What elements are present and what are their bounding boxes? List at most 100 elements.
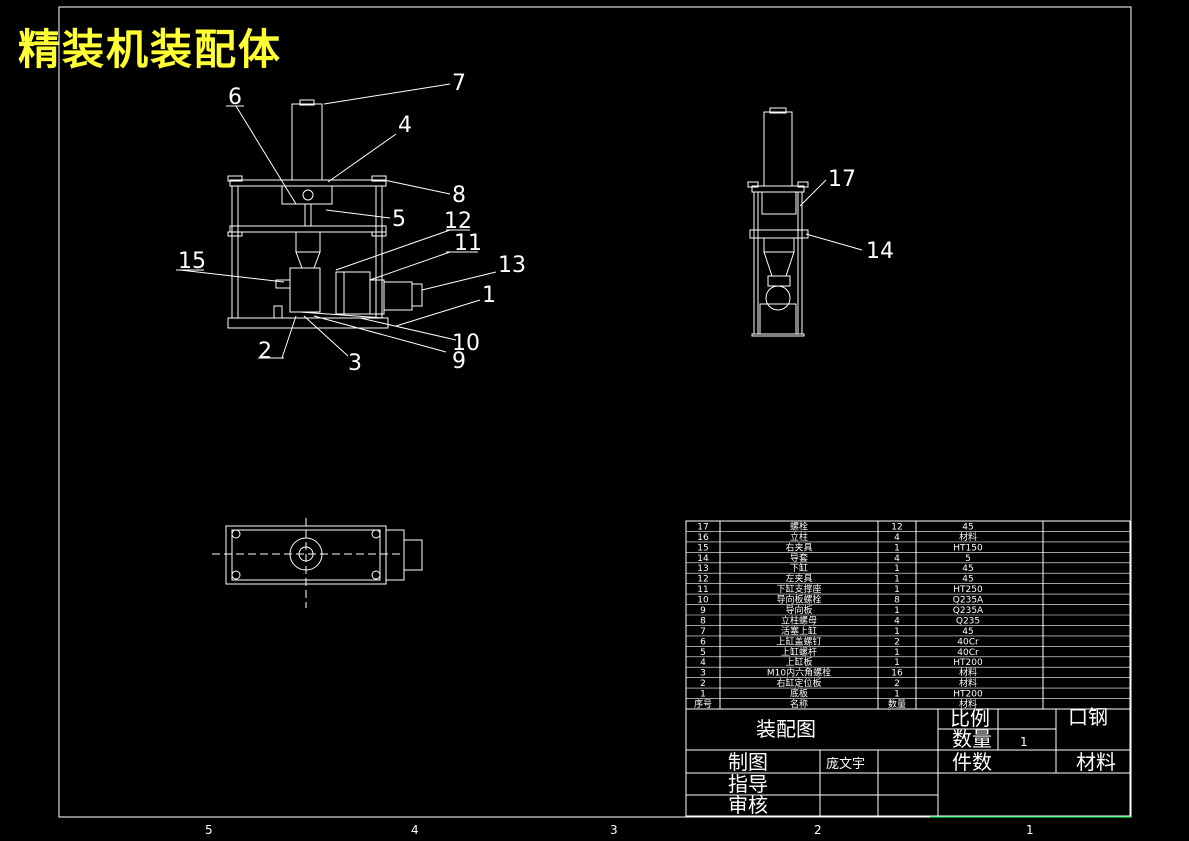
bom-cell-material: Q235 <box>956 616 980 626</box>
bom-cell-qty: 1 <box>894 585 900 595</box>
bom-cell-name: 立柱螺母 <box>781 614 817 626</box>
drawn-by: 庞文宇 <box>826 756 865 772</box>
callout-9: 9 <box>452 349 466 374</box>
bom-cell-qty: 16 <box>891 669 903 679</box>
bom-cell-qty: 1 <box>894 648 900 658</box>
bom-cell-qty: 4 <box>894 554 900 564</box>
bom-cell-no: 1 <box>700 690 706 700</box>
zone-3: 3 <box>610 823 618 837</box>
bom-row-lines <box>686 531 1130 699</box>
callout-6: 6 <box>228 85 242 110</box>
front-view-leaders <box>176 83 497 359</box>
bom-cell-qty: 1 <box>894 627 900 637</box>
bom-cell-no: 16 <box>697 533 709 543</box>
callout-5: 5 <box>392 207 406 232</box>
bom-cell-qty: 1 <box>894 543 900 553</box>
quantity-label: 数量 <box>952 727 992 751</box>
callout-12: 12 <box>444 209 472 234</box>
bom-cell-qty: 12 <box>891 522 902 532</box>
callout-2: 2 <box>258 339 272 364</box>
zone-1: 1 <box>1026 823 1034 837</box>
bom-cell-no: 15 <box>697 543 708 553</box>
bom-cell-no: 9 <box>700 606 706 616</box>
bom-cell-no: 序号 <box>694 698 712 710</box>
bom-cell-no: 14 <box>697 554 709 564</box>
bom-cell-name: M10内六角螺栓 <box>767 667 831 679</box>
bom-cell-material: 40Cr <box>957 637 979 647</box>
drawing-frame <box>58 6 1132 818</box>
material-value: 口钢 <box>1068 705 1108 729</box>
side-view <box>747 107 809 337</box>
bom-cell-name: 螺栓 <box>790 520 808 532</box>
bom-cell-qty: 1 <box>894 690 900 700</box>
callout-labels: 6 7 4 8 5 12 11 15 13 1 10 2 3 9 17 14 <box>178 71 894 376</box>
bom-cell-name: 右夹具 <box>785 541 812 553</box>
callout-13: 13 <box>498 253 526 278</box>
callout-10: 10 <box>452 331 480 356</box>
bom-cell-name: 右缸定位板 <box>776 677 821 689</box>
title-block <box>685 708 1131 817</box>
bom-cell-qty: 数量 <box>888 698 906 710</box>
callout-1: 1 <box>482 283 496 308</box>
bom-cell-material: HT150 <box>953 543 983 553</box>
bom-cell-no: 12 <box>697 575 708 585</box>
bom-cell-material: 45 <box>962 522 973 532</box>
bom-cell-material: HT250 <box>953 585 983 595</box>
bom-cell-name: 名称 <box>790 698 808 710</box>
bom-cell-no: 8 <box>700 616 706 626</box>
drawing-title: 精装机装配体 <box>18 25 283 74</box>
bom-cell-no: 17 <box>697 522 708 532</box>
bom-cell-no: 13 <box>697 564 708 574</box>
pieces-label: 件数 <box>952 750 992 774</box>
zone-5: 5 <box>205 823 213 837</box>
bom-cell-no: 6 <box>700 637 706 647</box>
bom-cell-qty: 4 <box>894 616 900 626</box>
bom-cell-name: 上缸螺杆 <box>781 646 817 658</box>
callout-4: 4 <box>398 113 412 138</box>
bom-cell-qty: 1 <box>894 564 900 574</box>
bom-cell-qty: 2 <box>894 679 900 689</box>
bom-cell-qty: 1 <box>894 606 900 616</box>
callout-11: 11 <box>454 231 482 256</box>
bom-cell-no: 4 <box>700 658 706 668</box>
bom-cell-material: 45 <box>962 564 973 574</box>
bom-cell-material: 材料 <box>959 677 977 689</box>
bom-cell-name: 左夹具 <box>785 573 812 585</box>
bom-cell-name: 底板 <box>790 688 808 700</box>
bom-cell-material: 5 <box>965 554 971 564</box>
guide-label: 指导 <box>728 772 768 796</box>
callout-7: 7 <box>452 71 466 96</box>
bom-cell-material: Q235A <box>953 606 984 616</box>
bom-cell-qty: 4 <box>894 533 900 543</box>
bom-cell-name: 下缸 <box>790 562 808 574</box>
zone-4: 4 <box>411 823 419 837</box>
material-label: 材料 <box>1076 750 1116 774</box>
callout-17: 17 <box>828 167 856 192</box>
bom-cell-material: 材料 <box>959 698 977 710</box>
bom-cell-no: 3 <box>700 669 706 679</box>
bom-cell-material: HT200 <box>953 690 983 700</box>
review-label: 审核 <box>728 793 768 817</box>
bom-cell-no: 2 <box>700 679 706 689</box>
bom-cell-name: 立柱 <box>790 531 808 543</box>
bom-cell-material: 40Cr <box>957 648 979 658</box>
drawn-label: 制图 <box>728 750 768 774</box>
bom-cell-name: 活塞上缸 <box>781 625 817 637</box>
bom-cell-name: 下缸支撑座 <box>776 583 821 595</box>
zone-2: 2 <box>814 823 822 837</box>
title-block-text: 装配图 比例 数量 1 口钢 件数 材料 制图 庞文宇 指导 审核 <box>728 705 1116 817</box>
bom-cell-no: 11 <box>697 585 708 595</box>
bom-cell-qty: 2 <box>894 637 900 647</box>
zone-numbers: 5 4 3 2 1 <box>205 823 1034 837</box>
bom-cell-name: 导向板螺栓 <box>776 594 821 606</box>
side-view-leaders <box>799 179 863 251</box>
drawing-name: 装配图 <box>756 717 816 741</box>
bom-cell-name: 导套 <box>790 552 808 564</box>
quantity-value: 1 <box>1020 735 1028 749</box>
callout-3: 3 <box>348 351 362 376</box>
callout-8: 8 <box>452 183 466 208</box>
callout-15: 15 <box>178 249 206 274</box>
callout-14: 14 <box>866 239 894 264</box>
